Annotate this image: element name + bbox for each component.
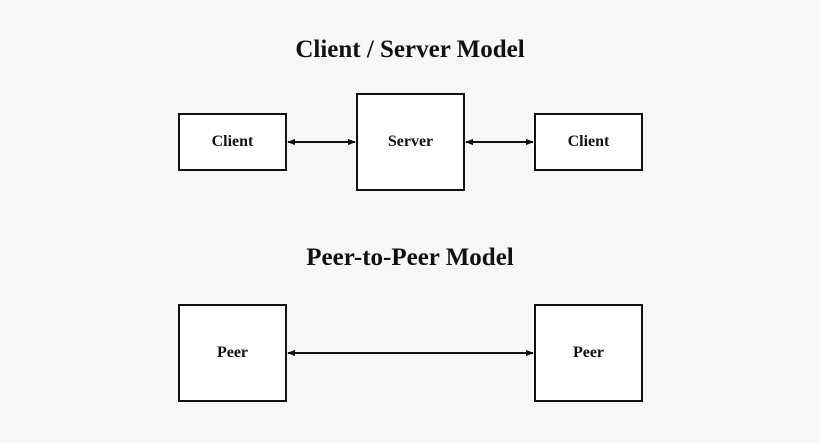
peer-to-peer-title: Peer-to-Peer Model <box>306 244 514 271</box>
server-box: Server <box>356 93 465 191</box>
right-client-label: Client <box>567 133 610 150</box>
left-client-box: Client <box>178 113 287 171</box>
right-client-box: Client <box>534 113 643 171</box>
right-peer-label: Peer <box>572 344 605 361</box>
client-server-title: Client / Server Model <box>295 36 525 63</box>
left-peer-label: Peer <box>216 344 249 361</box>
right-peer-box: Peer <box>534 304 643 402</box>
left-peer-box: Peer <box>178 304 287 402</box>
server-label: Server <box>387 133 434 150</box>
left-client-label: Client <box>211 133 254 150</box>
